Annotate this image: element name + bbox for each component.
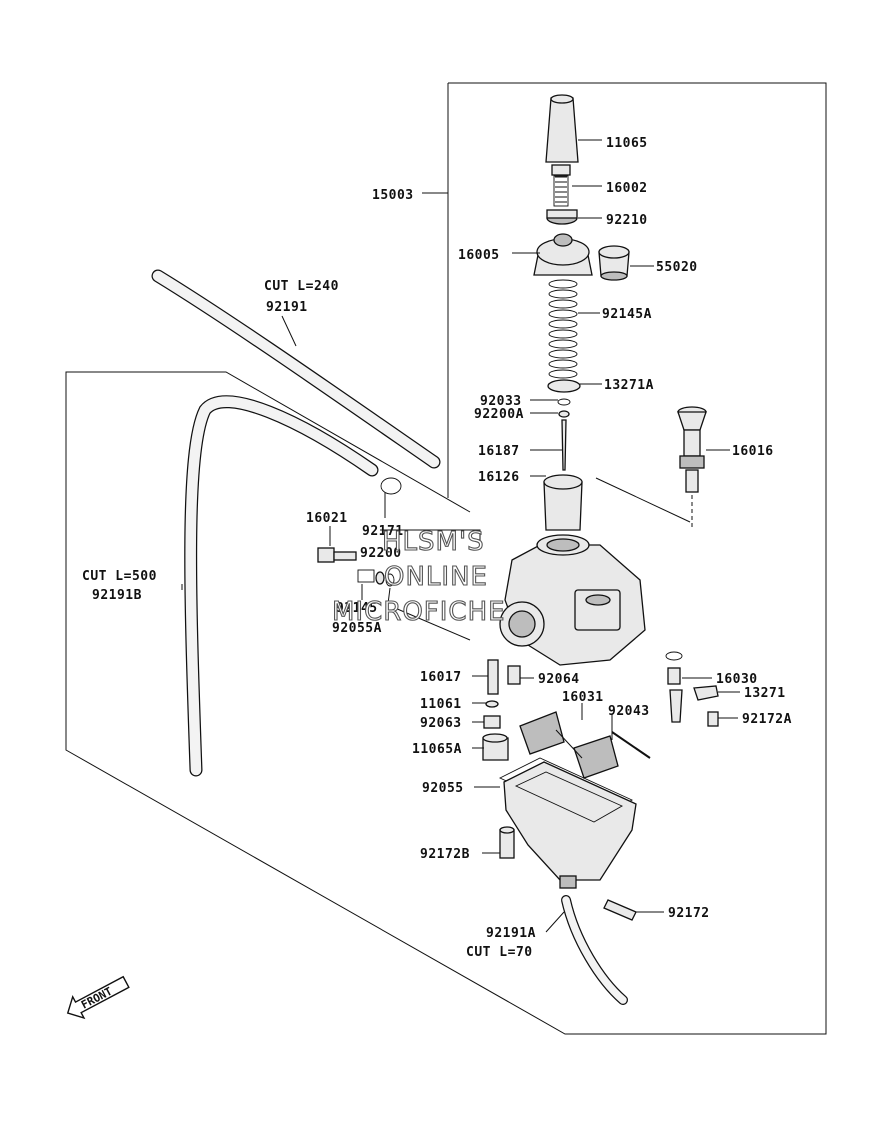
plate-13271A <box>547 379 581 393</box>
label-16016: 16016 <box>732 444 774 459</box>
carb-top-16005 <box>533 233 593 276</box>
label-16005: 16005 <box>458 248 500 263</box>
washer-92200A <box>558 410 570 418</box>
fuel-hose-92191B <box>184 395 379 777</box>
oring-92055A <box>385 573 395 587</box>
washer-11061 <box>485 700 499 708</box>
watermark-line-2: ONLINE <box>384 562 488 592</box>
float-16031 <box>519 711 619 779</box>
label-92191A: 92191A <box>486 926 536 941</box>
oring-92063 <box>483 715 501 729</box>
label-15003: 15003 <box>372 188 414 203</box>
spring-92145A <box>548 279 578 379</box>
leader-16016-body <box>595 477 691 523</box>
adjuster-16002 <box>551 164 571 207</box>
label-92043: 92043 <box>608 704 650 719</box>
label-92172A: 92172A <box>742 712 792 727</box>
label-16126: 16126 <box>478 470 520 485</box>
label-55020: 55020 <box>656 260 698 275</box>
screw-92172A <box>707 711 719 727</box>
nipple-92064 <box>507 665 521 685</box>
screw-92172 <box>603 899 637 921</box>
clamp-92171 <box>380 477 402 495</box>
label-92191-cut: CUT L=240 <box>264 279 339 294</box>
label-92172B: 92172B <box>420 847 470 862</box>
fuel-hose-92191 <box>151 269 441 469</box>
clip-92033 <box>557 398 571 406</box>
air-screw-16021 <box>317 547 357 563</box>
screw-92172B <box>499 826 515 859</box>
cap-11065A <box>482 733 509 761</box>
label-92063: 92063 <box>420 716 462 731</box>
label-92210: 92210 <box>606 213 648 228</box>
label-92055A: 92055A <box>332 621 382 636</box>
label-11061: 11061 <box>420 697 462 712</box>
label-92200A: 92200A <box>474 407 524 422</box>
throttle-cap-11065 <box>545 94 579 163</box>
clip-13271 <box>693 685 719 701</box>
leader-airscrew-area2 <box>394 607 471 641</box>
watermark-line-1: HLSM'S <box>382 527 485 557</box>
label-16030: 16030 <box>716 672 758 687</box>
jet-needle-16187 <box>561 419 567 471</box>
label-92171: 92171 <box>362 524 404 539</box>
leader-airscrew-area <box>380 529 481 548</box>
drain-hose-92191A <box>561 895 628 1005</box>
float-pin-92043 <box>611 731 651 759</box>
label-92191: 92191 <box>266 300 308 315</box>
label-92200: 92200 <box>360 546 402 561</box>
label-92145: 92145 <box>336 601 378 616</box>
label-13271A: 13271A <box>604 378 654 393</box>
cap-55020 <box>598 245 630 281</box>
washer-92200 <box>375 571 385 585</box>
label-13271: 13271 <box>744 686 786 701</box>
float-valve-16030 <box>665 651 683 723</box>
frame-outline-right <box>65 82 827 1035</box>
label-92055: 92055 <box>422 781 464 796</box>
label-11065A: 11065A <box>412 742 462 757</box>
throttle-valve-16126 <box>543 474 583 531</box>
leader-lines <box>181 139 740 933</box>
label-16187: 16187 <box>478 444 520 459</box>
label-92172: 92172 <box>668 906 710 921</box>
spring-92145 <box>357 569 375 583</box>
watermark-line-3: MICROFICHE <box>332 597 506 627</box>
starter-plunger-16016 <box>677 406 707 493</box>
label-16017: 16017 <box>420 670 462 685</box>
front-arrow-icon: FRONT <box>66 975 130 1020</box>
carburetor-body <box>499 534 646 666</box>
label-11065: 11065 <box>606 136 648 151</box>
float-chamber <box>503 761 637 889</box>
front-arrow-label: FRONT <box>79 984 115 1011</box>
label-92191B: 92191B <box>92 588 142 603</box>
label-16021: 16021 <box>306 511 348 526</box>
label-92064: 92064 <box>538 672 580 687</box>
label-92145A: 92145A <box>602 307 652 322</box>
label-16031: 16031 <box>562 690 604 705</box>
nut-92210 <box>546 209 578 225</box>
label-92191B-cut: CUT L=500 <box>82 569 157 584</box>
pilot-jet-16017 <box>487 659 499 695</box>
label-16002: 16002 <box>606 181 648 196</box>
label-92191A-cut: CUT L=70 <box>466 945 533 960</box>
label-92033: 92033 <box>480 394 522 409</box>
